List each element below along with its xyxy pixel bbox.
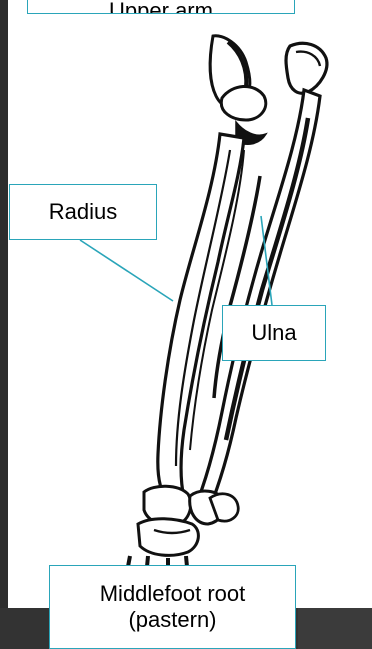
upper-arm-label: Upper arm <box>27 0 295 14</box>
olecranon <box>286 43 327 93</box>
bottom-right-panel <box>298 608 372 649</box>
carpal-row-lower <box>138 519 198 556</box>
radius-label: Radius <box>9 184 157 240</box>
diagram-canvas <box>8 0 372 608</box>
middlefoot-root-label: Middlefoot root (pastern) <box>49 565 296 649</box>
forelimb-bone-illustration <box>8 0 372 608</box>
radius-leader-line <box>80 240 173 301</box>
elbow-joint-cap <box>221 86 265 120</box>
upper-arm-label-text: Upper arm <box>109 0 213 14</box>
ulna-label: Ulna <box>222 305 326 361</box>
